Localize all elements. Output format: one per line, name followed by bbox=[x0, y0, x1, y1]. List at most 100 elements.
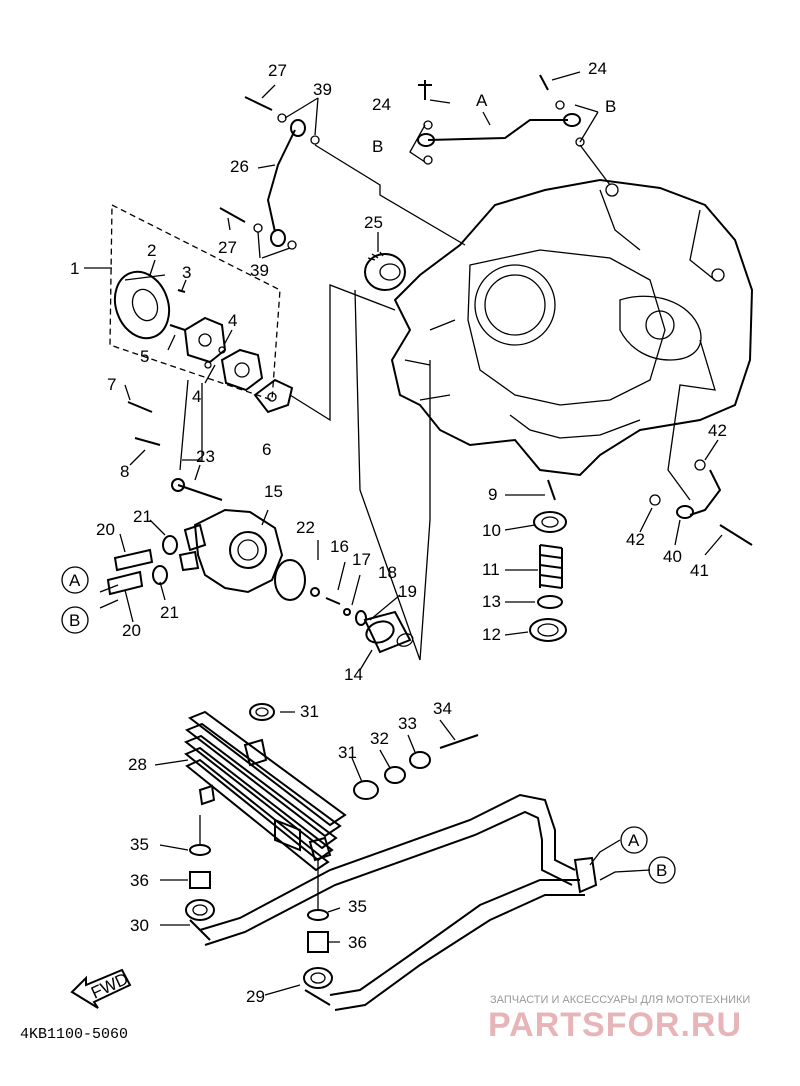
callout-27: 25 bbox=[364, 213, 383, 232]
washer-25b bbox=[423, 155, 433, 165]
collar-36a bbox=[189, 871, 211, 889]
callout-24: A bbox=[476, 91, 488, 110]
bolt-23 bbox=[177, 484, 223, 501]
callout-1: 1 bbox=[70, 259, 79, 278]
bolt-41 bbox=[719, 524, 753, 546]
connector-letter-b: B bbox=[656, 861, 667, 880]
spring-17 bbox=[325, 597, 341, 605]
leader-lines-cooler bbox=[154, 711, 456, 996]
union-bolt-39b bbox=[219, 207, 246, 223]
oil-pipe-40 bbox=[676, 469, 722, 519]
callout-35-right: 35 bbox=[348, 897, 367, 916]
callout-31-top: 31 bbox=[300, 702, 319, 721]
callout-34: 34 bbox=[433, 699, 452, 718]
callout-15: 15 bbox=[264, 482, 283, 501]
union-bolt-26a bbox=[418, 80, 432, 100]
connector-circle-a bbox=[620, 826, 648, 854]
callout-20-bottom: 20 bbox=[122, 621, 141, 640]
washer-42a bbox=[694, 459, 706, 471]
spring-11 bbox=[539, 544, 563, 589]
callout-2: 2 bbox=[147, 241, 156, 260]
callout-42-bottom: 42 bbox=[626, 530, 645, 549]
callout-3: 3 bbox=[182, 263, 191, 282]
bolt-23-head bbox=[171, 478, 185, 492]
cap-12 bbox=[529, 618, 567, 642]
leader-lines-hoses bbox=[589, 839, 651, 881]
oil-filter-14 bbox=[363, 610, 414, 654]
legend-circle-a bbox=[61, 566, 89, 594]
pin-4a bbox=[218, 346, 226, 354]
oil-filter-housing bbox=[178, 508, 284, 594]
oil-delivery-pipe-24 bbox=[417, 113, 581, 147]
leader-lines-pump-to-case bbox=[289, 284, 396, 422]
washer-38d bbox=[287, 240, 297, 250]
callout-19: 19 bbox=[398, 582, 417, 601]
oil-hose-30 bbox=[185, 793, 576, 946]
washer-33 bbox=[409, 751, 431, 769]
callout-42-top: 42 bbox=[708, 421, 727, 440]
pin-4b bbox=[204, 361, 212, 369]
callout-33: 33 bbox=[398, 714, 417, 733]
callout-36-left: 36 bbox=[130, 871, 149, 890]
callout-11: 11 bbox=[482, 560, 500, 579]
grommet-31a bbox=[249, 703, 275, 721]
fwd-arrow bbox=[70, 968, 132, 1009]
callout-26-right: 24 bbox=[588, 59, 607, 78]
callout-5: 5 bbox=[140, 347, 149, 366]
crankcase bbox=[390, 178, 754, 477]
union-bolts-20 bbox=[106, 548, 154, 596]
callout-10: 10 bbox=[482, 521, 501, 540]
plug-16 bbox=[310, 587, 320, 597]
callout-21-top: 21 bbox=[133, 507, 152, 526]
callout-30: 30 bbox=[130, 916, 149, 935]
callout-18: 18 bbox=[378, 563, 397, 582]
connector-circle-b bbox=[648, 856, 676, 884]
callout-4-top: 4 bbox=[228, 311, 237, 330]
oil-cooler-28 bbox=[184, 710, 347, 872]
leader-lines-valve bbox=[504, 494, 545, 636]
oil-pump-gear bbox=[113, 270, 171, 340]
callout-labels: 27 39 26 27 39 24 A 24 B B 25 1 2 3 4 5 … bbox=[69, 59, 727, 1006]
callout-31-mid: 31 bbox=[338, 743, 357, 762]
washer-25c bbox=[555, 100, 565, 110]
callout-12: 12 bbox=[482, 625, 501, 644]
pin-3 bbox=[177, 289, 186, 293]
leader-lines-top bbox=[314, 71, 611, 246]
plug-10 bbox=[533, 511, 567, 533]
callout-36-right: 36 bbox=[348, 933, 367, 952]
callout-9: 9 bbox=[488, 485, 497, 504]
oil-pump-body bbox=[183, 316, 227, 364]
leader-lines-right bbox=[639, 339, 723, 556]
screw-5 bbox=[169, 324, 186, 331]
callout-26-left: 24 bbox=[372, 95, 391, 114]
o-ring-13 bbox=[537, 595, 563, 609]
callout-17: 17 bbox=[352, 550, 371, 569]
callout-14: 14 bbox=[344, 665, 363, 684]
callout-13: 13 bbox=[482, 592, 501, 611]
washer-42b bbox=[649, 494, 661, 506]
pump-gasket bbox=[253, 378, 294, 414]
callout-38-mid: 39 bbox=[250, 261, 269, 280]
callout-39-mid: 27 bbox=[218, 238, 237, 257]
legend-circle-b bbox=[61, 606, 89, 634]
leader-lines-filter bbox=[99, 289, 431, 671]
callout-4-bottom: 4 bbox=[192, 387, 201, 406]
watermark-tagline: ЗАПЧАСТИ И АКСЕССУАРЫ ДЛЯ МОТОТЕХНИКИ bbox=[490, 994, 750, 1006]
callout-40: 40 bbox=[663, 547, 682, 566]
watermark-logo: PARTSFOR.RU bbox=[488, 1006, 742, 1044]
collar-36b bbox=[307, 931, 329, 953]
callout-28: 28 bbox=[128, 755, 147, 774]
oil-pump-assembly-box bbox=[109, 203, 281, 401]
callout-20-top: 20 bbox=[96, 520, 115, 539]
legend-letter-b: B bbox=[69, 611, 80, 630]
callout-16: 16 bbox=[330, 537, 349, 556]
washer-38c bbox=[253, 223, 263, 233]
callout-6: 6 bbox=[262, 440, 271, 459]
washer-38a bbox=[277, 113, 287, 123]
union-bolt-26b bbox=[539, 74, 549, 91]
bolt-34 bbox=[439, 734, 479, 749]
union-bolt-39a bbox=[244, 96, 273, 111]
bolt-8 bbox=[134, 437, 161, 446]
oil-hose-29 bbox=[303, 856, 598, 1011]
